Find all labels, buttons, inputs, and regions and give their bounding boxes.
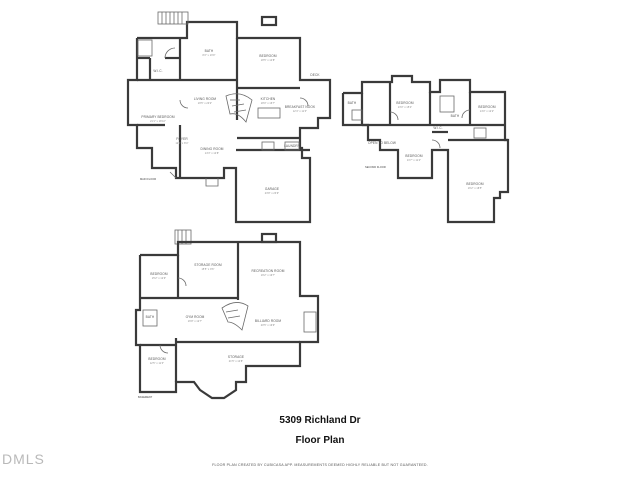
main-floor-labels: BATH 8'2" x 13'9" BEDROOM 18'5" x 14'8" …: [140, 49, 320, 195]
room-label: BREAKFAST NOOK: [285, 105, 316, 109]
room-dims: 19'5" x 20'2": [198, 102, 212, 105]
room-label: BILLIARD ROOM: [255, 319, 282, 323]
disclaimer-footer: FLOOR PLAN CREATED BY CUBICASA APP. MEAS…: [212, 463, 428, 467]
room-dims: 21'5" x 14'8": [229, 360, 243, 363]
room-label: GYM ROOM: [186, 315, 205, 319]
room-label: KITCHEN: [261, 97, 276, 101]
room-label: W.I.C.: [433, 126, 442, 130]
room-dims: 13'0" x 15'4": [398, 106, 412, 109]
room-label: DINING ROOM: [200, 147, 223, 151]
room-dims: 23'8" x 23'9": [265, 192, 279, 195]
room-label: LIVING ROOM: [194, 97, 217, 101]
document-subtitle: Floor Plan: [295, 435, 345, 446]
floor-label: MAIN FLOOR: [140, 177, 156, 181]
room-dims: 12'5" x 11'3": [150, 362, 164, 365]
room-label: W.I.C.: [153, 69, 162, 73]
room-label: BEDROOM: [478, 105, 495, 109]
second-floor-plan: [341, 74, 510, 224]
room-label: BEDROOM: [148, 357, 165, 361]
room-label: BEDROOM: [405, 154, 422, 158]
room-label: LAUNDRY: [284, 144, 301, 148]
room-dims: 18'5" x 14'8": [261, 59, 275, 62]
room-dims: 12'6" x 8'4": [176, 142, 189, 145]
floor-label: SECOND FLOOR: [365, 165, 386, 169]
room-label: BEDROOM: [259, 54, 276, 58]
room-label: BEDROOM: [466, 182, 483, 186]
property-address: 5309 Richland Dr: [279, 415, 361, 426]
room-label: RECREATION ROOM: [252, 269, 285, 273]
room-dims: 21'1" x 18'10": [150, 120, 166, 123]
room-label: BATH: [348, 101, 357, 105]
room-dims: 8'2" x 13'9": [203, 54, 216, 57]
room-label: OPEN TO BELOW: [368, 141, 396, 145]
room-label: DECK: [310, 73, 320, 77]
second-floor-labels: BEDROOM 13'0" x 15'4" BEDROOM 14'0" x 12…: [348, 101, 496, 190]
room-dims: 19'2" x 19'7": [261, 274, 275, 277]
room-label: BEDROOM: [396, 101, 413, 105]
room-dims: 18'0" x 16'7": [261, 102, 275, 105]
basement-labels: BEDROOM 15'2" x 12'9" STORAGE ROOM 15'5"…: [138, 263, 285, 399]
room-label: BATH: [205, 49, 214, 53]
room-dims: 16'2" x 18'5": [468, 187, 482, 190]
room-label: FOYER: [176, 137, 188, 141]
main-floor-plan: [126, 11, 332, 224]
room-label: BEDROOM: [150, 272, 167, 276]
basement-plan: [134, 229, 320, 400]
room-dims: 14'0" x 12'2": [480, 110, 494, 113]
room-label: STORAGE: [228, 355, 244, 359]
mls-watermark: DMLS: [2, 451, 45, 467]
room-dims: 16'8" x 12'7": [188, 320, 202, 323]
floor-label: BASEMENT: [138, 395, 153, 399]
room-dims: 12'4" x 11'3": [293, 110, 307, 113]
room-dims: 15'2" x 12'9": [152, 277, 166, 280]
room-label: GARAGE: [265, 187, 279, 191]
room-dims: 14'3" x 14'8": [205, 152, 219, 155]
room-label: BATH: [146, 315, 155, 319]
room-dims: 15'5" x 9'6": [202, 268, 215, 271]
room-label: BATH: [451, 114, 460, 118]
room-label: PRIMARY BEDROOM: [141, 115, 175, 119]
room-dims: 13'7" x 11'4": [407, 159, 421, 162]
room-dims: 20'5" x 19'9": [261, 324, 275, 327]
room-label: STORAGE ROOM: [194, 263, 222, 267]
